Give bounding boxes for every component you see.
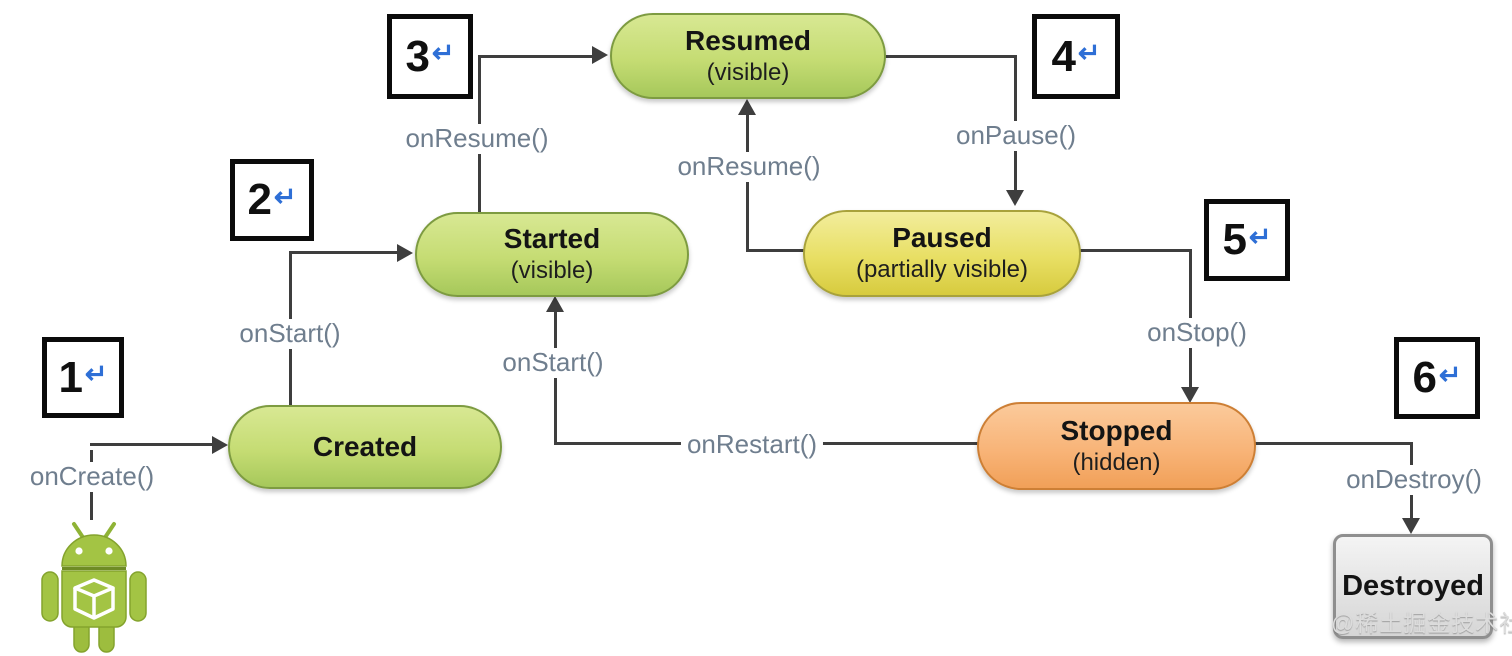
connector-onresume-horizontal bbox=[478, 55, 594, 58]
connector-ondestroy-horizontal bbox=[1255, 442, 1413, 445]
state-paused: Paused (partially visible) bbox=[803, 210, 1081, 297]
state-name: Started bbox=[503, 223, 601, 255]
state-sublabel: (visible) bbox=[706, 58, 790, 86]
transition-label-onresume-left: onResume() bbox=[399, 123, 555, 154]
return-arrow-icon: ↵ bbox=[431, 38, 455, 68]
step-badge-3: 3↵ bbox=[387, 14, 473, 99]
android-robot-icon bbox=[41, 522, 147, 653]
arrowhead-into-created bbox=[212, 436, 228, 454]
state-name: Stopped bbox=[1060, 414, 1173, 446]
return-arrow-icon: ↵ bbox=[84, 359, 108, 389]
step-badge-2: 2↵ bbox=[230, 159, 314, 241]
transition-label-onrestart: onRestart() bbox=[680, 429, 824, 460]
transition-label-onstart-mid: onStart() bbox=[496, 347, 610, 378]
return-arrow-icon: ↵ bbox=[1248, 221, 1272, 252]
step-number: 3 bbox=[405, 31, 430, 81]
state-destroyed: Destroyed bbox=[1333, 534, 1493, 639]
arrowhead-into-destroyed bbox=[1402, 518, 1420, 534]
arrowhead-into-resumed bbox=[592, 46, 608, 64]
state-stopped: Stopped (hidden) bbox=[977, 402, 1256, 490]
arrowhead-into-stopped bbox=[1181, 387, 1199, 403]
cube-icon bbox=[73, 578, 115, 620]
state-resumed: Resumed (visible) bbox=[610, 13, 886, 99]
return-arrow-icon: ↵ bbox=[1438, 359, 1462, 390]
state-name: Destroyed bbox=[1342, 570, 1484, 602]
transition-label-onstart-left: onStart() bbox=[233, 318, 347, 349]
state-started: Started (visible) bbox=[415, 212, 689, 297]
transition-label-oncreate: onCreate() bbox=[23, 461, 161, 492]
step-number: 2 bbox=[247, 175, 272, 224]
return-arrow-icon: ↵ bbox=[1077, 38, 1101, 68]
step-number: 4 bbox=[1051, 31, 1076, 81]
arrowhead-into-started bbox=[397, 244, 413, 262]
state-sublabel: (visible) bbox=[510, 257, 594, 285]
connector-onresume-return-vertical bbox=[746, 113, 749, 252]
step-badge-4: 4↵ bbox=[1032, 14, 1120, 99]
step-badge-1: 1↵ bbox=[42, 337, 124, 418]
connector-onresume-return-horizontal bbox=[746, 249, 804, 252]
state-sublabel: (hidden) bbox=[1072, 448, 1161, 476]
connector-onstart-horizontal bbox=[289, 251, 399, 254]
transition-label-onstop: onStop() bbox=[1141, 317, 1253, 348]
connector-onstop-horizontal bbox=[1080, 249, 1192, 252]
arrowhead-into-started-bottom bbox=[546, 296, 564, 312]
state-sublabel: (partially visible) bbox=[855, 256, 1029, 284]
state-created: Created bbox=[228, 405, 502, 489]
connector-oncreate-horizontal bbox=[90, 443, 214, 446]
step-badge-6: 6↵ bbox=[1394, 337, 1480, 419]
state-name: Resumed bbox=[684, 24, 812, 56]
state-name: Created bbox=[312, 430, 418, 462]
transition-label-onpause: onPause() bbox=[950, 120, 1082, 151]
watermark: @稀土掘金技术社区 bbox=[1331, 610, 1512, 636]
step-number: 1 bbox=[58, 352, 83, 402]
step-number: 5 bbox=[1222, 215, 1247, 264]
arrowhead-into-resumed-bottom bbox=[738, 99, 756, 115]
arrowhead-into-paused bbox=[1006, 190, 1024, 206]
connector-onpause-horizontal bbox=[884, 55, 1017, 58]
return-arrow-icon: ↵ bbox=[273, 181, 297, 212]
step-badge-5: 5↵ bbox=[1204, 199, 1290, 281]
transition-label-ondestroy: onDestroy() bbox=[1340, 464, 1488, 495]
transition-label-onresume-mid: onResume() bbox=[671, 151, 827, 182]
state-name: Paused bbox=[892, 222, 992, 254]
step-number: 6 bbox=[1412, 353, 1437, 402]
